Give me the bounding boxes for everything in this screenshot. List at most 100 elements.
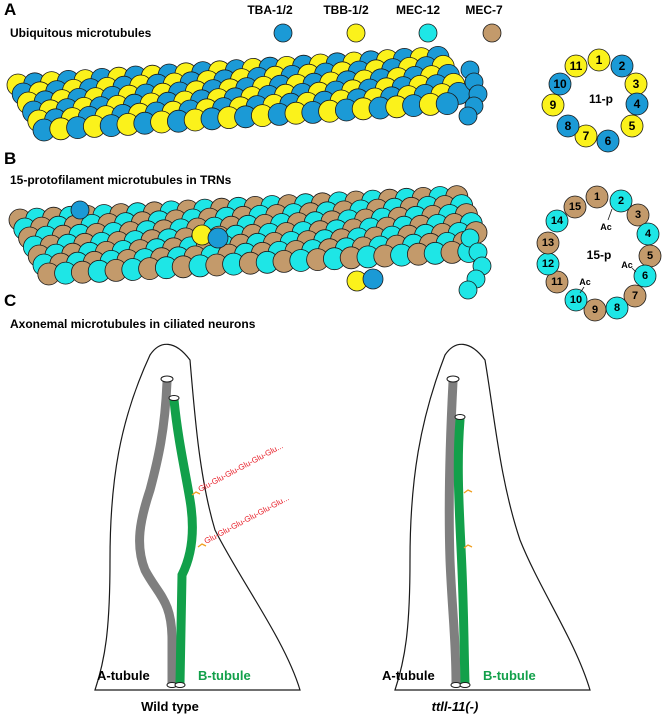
panel-a-letter: A <box>4 0 16 19</box>
protofilament-subunit <box>460 228 480 248</box>
ring-11p-number-6: 6 <box>605 134 612 148</box>
ring-15p-number-13: 13 <box>542 237 554 249</box>
glu-linker-mut-1 <box>463 489 473 494</box>
ring-15p-number-14: 14 <box>551 215 564 227</box>
ring-15p-label: 15-p <box>587 248 612 262</box>
ring-11p-number-5: 5 <box>629 119 636 133</box>
ac-label-6: Ac <box>621 260 633 270</box>
legend-label-mec7: MEC-7 <box>465 3 503 17</box>
glu-chain-2: Glu-Glu-Glu-Glu-Glu-Glu... <box>203 493 291 545</box>
protofilament-subunit <box>207 227 229 249</box>
ring-15p-number-4: 4 <box>645 228 652 240</box>
ac-linker-2 <box>607 208 613 221</box>
b-tubule-label-mutant: B-tubule <box>483 668 536 683</box>
cilium-outline-wt <box>94 343 301 691</box>
a-tubule-label-wt: A-tubule <box>97 668 150 683</box>
ring-15p-number-2: 2 <box>618 195 624 207</box>
ring-11p-subunit-9 <box>541 93 565 117</box>
ring-11p-number-10: 10 <box>553 77 567 91</box>
microtubule-15p-lattice <box>8 185 492 300</box>
cilium-ttll11-mutant: A-tubule B-tubule ttll-11(-) <box>382 343 591 714</box>
ring-15p-subunit-6 <box>633 264 657 288</box>
ring-11p-number-7: 7 <box>583 129 590 143</box>
b-tubule-wt <box>169 395 197 688</box>
cilium-wild-type: Glu-Glu-Glu-Glu-Glu-Glu... Glu-Glu-Glu-G… <box>94 343 301 714</box>
ac-label-2: Ac <box>600 222 612 232</box>
ring-15p-subunit-7 <box>623 284 647 308</box>
panel-a-title: Ubiquitous microtubules <box>10 26 152 40</box>
ring-11p-number-9: 9 <box>550 98 557 112</box>
cilium-outline-mutant <box>394 343 591 691</box>
ring-15p-subunit-2 <box>609 189 633 213</box>
ring-15p-number-9: 9 <box>592 304 598 316</box>
ring-15p-number-7: 7 <box>632 290 638 302</box>
b-tubule-end-top-mutant <box>454 414 466 420</box>
ring-15p-number-12: 12 <box>542 258 554 270</box>
ring-15p-number-1: 1 <box>594 191 600 203</box>
protofilament-subunit <box>458 106 478 126</box>
ac-linker-10 <box>579 286 585 294</box>
protofilament-subunit <box>70 200 90 220</box>
b-tubule-end-bottom-mutant <box>459 682 471 688</box>
ring-15p-subunit-9 <box>583 298 607 322</box>
legend-swatch-2 <box>346 23 366 43</box>
microtubule-11p-lattice <box>6 46 488 142</box>
a-tubule-end-top-wt <box>160 375 174 383</box>
b-tubule-end-bottom-wt <box>174 682 186 688</box>
ring-15p-subunit-10 <box>564 288 588 312</box>
legend-label-tbb: TBB-1/2 <box>323 3 369 17</box>
ring-11p-number-11: 11 <box>570 59 583 73</box>
b-tubule-mutant <box>453 415 470 688</box>
ring-11p-subunit-8 <box>556 114 580 138</box>
panel-c-title: Axonemal microtubules in ciliated neuron… <box>10 317 256 331</box>
legend-swatch-3 <box>418 23 438 43</box>
ring-11p-subunit-11 <box>564 54 588 78</box>
legend-swatch-4 <box>482 23 502 43</box>
ring-15p-number-10: 10 <box>570 294 582 306</box>
ring-15p-number-15: 15 <box>569 201 581 213</box>
ring-15p-number-3: 3 <box>635 209 641 221</box>
legend-swatch-1 <box>273 23 293 43</box>
ring-11p-label: 11-p <box>589 92 613 106</box>
ring-15p-subunit-11 <box>545 270 569 294</box>
ring-11p-subunit-5 <box>620 114 644 138</box>
wild-type-label: Wild type <box>141 699 199 714</box>
ring-11p-subunit-6 <box>596 129 620 153</box>
ring-15p-number-6: 6 <box>642 270 648 282</box>
ring-15p-subunit-3 <box>626 203 650 227</box>
ring-11p-number-3: 3 <box>633 77 640 91</box>
legend-label-tba: TBA-1/2 <box>247 3 293 17</box>
ring-11p-number-2: 2 <box>619 59 626 73</box>
ring-15p-number-5: 5 <box>647 250 653 262</box>
a-tubule-mutant <box>444 377 461 688</box>
b-tubule-label-wt: B-tubule <box>198 668 251 683</box>
glu-linker-1 <box>191 491 201 496</box>
ring-11p-number-8: 8 <box>565 119 572 133</box>
panel-b-letter: B <box>4 149 16 168</box>
ring-11p-subunit-2 <box>610 54 634 78</box>
glu-linker-2 <box>197 543 207 548</box>
ring-15p-subunit-14 <box>545 209 569 233</box>
ring-11p-subunit-7 <box>574 124 598 148</box>
ac-label-10: Ac <box>579 277 591 287</box>
ring-11p-subunit-1 <box>587 48 611 72</box>
ring-15p-subunit-15 <box>563 195 587 219</box>
ring-15p-subunit-13 <box>536 231 560 255</box>
protofilament-subunit <box>458 280 478 300</box>
a-tubule-label-mutant: A-tubule <box>382 668 435 683</box>
panel-b-title: 15-protofilament microtubules in TRNs <box>10 173 232 187</box>
ring-11p-subunit-10 <box>548 72 572 96</box>
a-tubule-end-top-mutant <box>446 375 460 383</box>
ring-15p-subunit-1 <box>585 185 609 209</box>
b-tubule-end-top-wt <box>168 395 180 401</box>
protofilament-subunit <box>362 268 384 290</box>
ring-11p-number-4: 4 <box>634 97 641 111</box>
legend-label-mec12: MEC-12 <box>396 3 440 17</box>
ring-11p-subunit-4 <box>625 92 649 116</box>
ring-11p-number-1: 1 <box>596 53 603 67</box>
glu-linker-mut-2 <box>463 544 473 549</box>
mutant-label: ttll-11(-) <box>432 699 479 714</box>
